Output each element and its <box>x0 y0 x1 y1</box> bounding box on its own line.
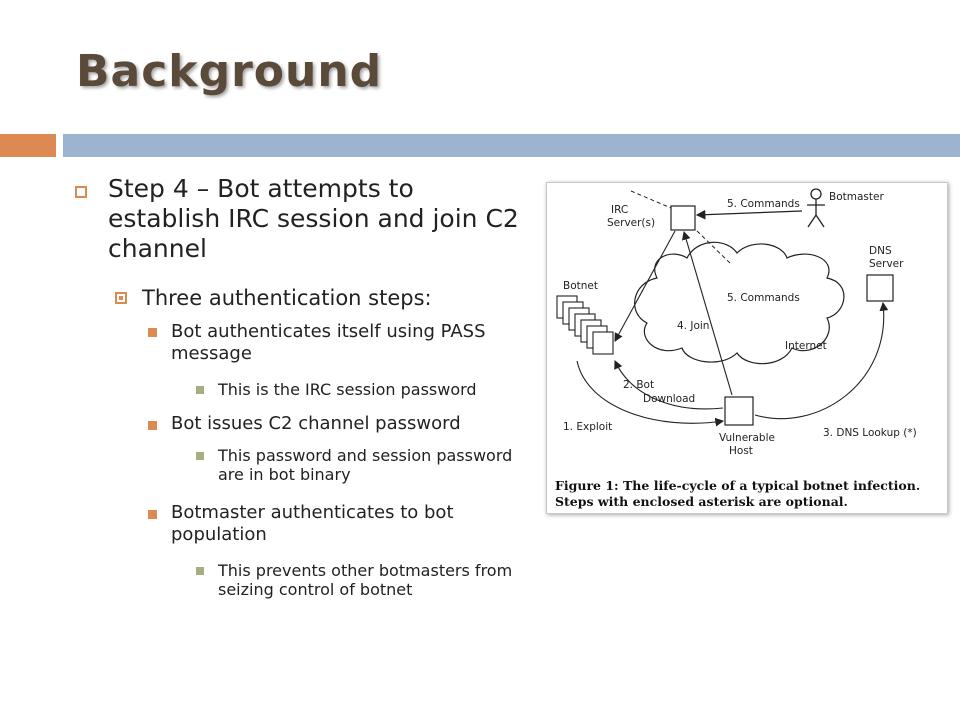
title-divider-bar <box>63 134 960 157</box>
botnet-label: Botnet <box>563 280 598 292</box>
botnet-lifecycle-figure: IRC Server(s) 5. Commands Botmaster DNS … <box>546 182 948 514</box>
figure-caption: Figure 1: The life-cycle of a typical bo… <box>555 478 921 509</box>
bullet-botmaster-auth: Botmaster authenticates to bot populatio… <box>171 502 454 545</box>
bullet-c2-password: Bot issues C2 channel password <box>171 413 461 434</box>
level3-bullet-icon <box>148 510 157 519</box>
title-accent-bar <box>0 134 56 157</box>
slide-title: Background <box>76 46 383 97</box>
irc-server-box <box>670 205 696 231</box>
dns-lookup-label: 3. DNS Lookup (*) <box>823 427 917 439</box>
dns-label: DNS <box>869 245 892 257</box>
level4-bullet-icon <box>196 452 204 460</box>
level2-bullet-icon <box>115 292 127 304</box>
internet-label: Internet <box>785 340 827 352</box>
dns-server-box <box>866 274 894 302</box>
vulnerable-label-2: Host <box>729 445 753 457</box>
level3-bullet-icon <box>148 421 157 430</box>
bullet-auth-steps: Three authentication steps: <box>142 286 432 310</box>
botnet-diagram: IRC Server(s) 5. Commands Botmaster DNS … <box>556 188 917 457</box>
botnet-stack-icon <box>556 295 614 355</box>
level3-bullet-icon <box>148 328 157 337</box>
commands-top-label: 5. Commands <box>727 198 800 210</box>
botmaster-icon <box>807 188 825 228</box>
exploit-label: 1. Exploit <box>563 421 612 433</box>
level4-bullet-icon <box>196 567 204 575</box>
irc-label: IRC <box>611 204 628 216</box>
irc-label-2: Server(s) <box>607 217 655 229</box>
internet-cloud-shape <box>634 241 845 365</box>
join-label: 4. Join <box>677 320 709 332</box>
level1-bullet-icon <box>75 186 87 198</box>
level4-bullet-icon <box>196 386 204 394</box>
bullet-session-password: This is the IRC session password <box>218 380 477 399</box>
botmaster-label: Botmaster <box>829 191 884 203</box>
bullet-step4: Step 4 – Bot attempts to establish IRC s… <box>108 174 519 263</box>
download-label-2: Download <box>643 393 695 405</box>
bullet-bot-binary: This password and session password are i… <box>218 446 513 484</box>
bullet-pass-message: Bot authenticates itself using PASS mess… <box>171 321 486 364</box>
bullet-other-botmasters: This prevents other botmasters from seiz… <box>218 561 513 599</box>
vulnerable-label: Vulnerable <box>719 432 775 444</box>
download-label: 2. Bot <box>623 379 654 391</box>
commands-mid-label: 5. Commands <box>727 292 800 304</box>
vulnerable-host-box <box>724 396 754 426</box>
dns-label-2: Server <box>869 258 904 270</box>
